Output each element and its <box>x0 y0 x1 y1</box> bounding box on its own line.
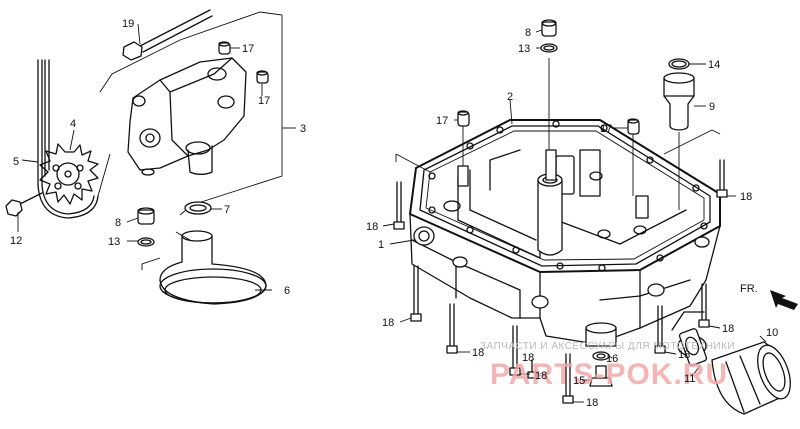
callout-11: 11 <box>684 373 695 385</box>
bolt-18d <box>509 325 521 376</box>
callout-8b: 8 <box>525 27 531 39</box>
front-direction-arrow <box>770 290 798 310</box>
oil-pressure-switch-9 <box>663 72 695 210</box>
callout-17b: 17 <box>258 95 270 107</box>
callout-9: 9 <box>709 101 715 113</box>
direction-label: FR. <box>740 283 758 295</box>
callout-18c: 18 <box>472 347 484 359</box>
oil-filter-bolt-11 <box>678 328 708 366</box>
seal-7 <box>184 201 222 215</box>
bolt-18c <box>446 303 458 354</box>
bolt-18e <box>562 353 574 404</box>
callout-6: 6 <box>284 285 290 297</box>
callout-12: 12 <box>10 235 22 247</box>
callout-19: 19 <box>122 18 134 30</box>
callout-7: 7 <box>224 204 230 216</box>
callout-13a: 13 <box>108 236 120 248</box>
bolt-18g <box>698 283 710 328</box>
callout-5: 5 <box>13 156 19 168</box>
callout-18a: 18 <box>366 221 378 233</box>
callout-10: 10 <box>766 327 778 339</box>
watermark-site: PARTS-POK.RU <box>490 358 728 391</box>
o-ring-13-top <box>540 43 558 53</box>
callout-17c: 17 <box>436 115 448 127</box>
bolt-18i <box>527 359 537 379</box>
callout-3: 3 <box>300 123 306 135</box>
o-ring-13-left <box>127 237 155 247</box>
callout-8a: 8 <box>115 217 121 229</box>
callout-14: 14 <box>708 59 720 71</box>
dowel-pin-17a <box>218 41 231 55</box>
callout-18g: 18 <box>722 323 734 335</box>
callout-15: 15 <box>573 375 585 387</box>
bolt-18b <box>410 265 422 322</box>
callout-18h: 18 <box>740 191 752 203</box>
oil-pump-body <box>127 57 247 176</box>
drain-bolt-15 <box>589 365 613 387</box>
oil-pan-body <box>395 119 721 357</box>
collar-8-top <box>541 19 557 150</box>
bolt-19 <box>122 9 213 61</box>
watermark: ЗАПЧАСТИ И АКСЕССУАРЫ ДЛЯ МОТОТЕХНИКИ PA… <box>480 341 735 391</box>
leader-lines <box>21 23 767 403</box>
callout-1: 1 <box>378 239 384 251</box>
bolt-18f <box>654 305 666 354</box>
o-ring-14 <box>668 58 690 70</box>
pump-sprocket-4 <box>39 143 99 205</box>
callout-18b: 18 <box>382 317 394 329</box>
oil-pump-assembly <box>5 9 296 305</box>
callout-17a: 17 <box>242 43 254 55</box>
callout-17d: 17 <box>600 123 612 135</box>
oil-filter-10 <box>711 341 791 415</box>
callout-18e: 18 <box>586 397 598 409</box>
callout-18d: 18 <box>535 370 547 382</box>
callout-labels: 19 17 17 3 4 5 12 8 7 13 6 8 13 2 17 17 … <box>10 18 778 409</box>
bolt-12 <box>5 192 43 232</box>
bolt-18h <box>716 159 728 198</box>
bolt-18a <box>393 181 405 230</box>
drive-chain-5 <box>37 59 111 219</box>
callout-4: 4 <box>70 118 76 130</box>
callout-13b: 13 <box>518 43 530 55</box>
callout-16: 16 <box>606 353 618 365</box>
dowel-pin-17c <box>457 110 470 166</box>
collar-8 <box>126 207 155 225</box>
callout-2: 2 <box>507 91 513 103</box>
dowel-pin-17d <box>627 118 640 196</box>
dowel-pin-17b <box>256 70 269 84</box>
watermark-caption: ЗАПЧАСТИ И АКСЕССУАРЫ ДЛЯ МОТОТЕХНИКИ <box>480 341 735 352</box>
callout-18i: 18 <box>522 352 534 364</box>
oil-strainer-6 <box>141 230 272 305</box>
callout-18f: 18 <box>678 349 690 361</box>
